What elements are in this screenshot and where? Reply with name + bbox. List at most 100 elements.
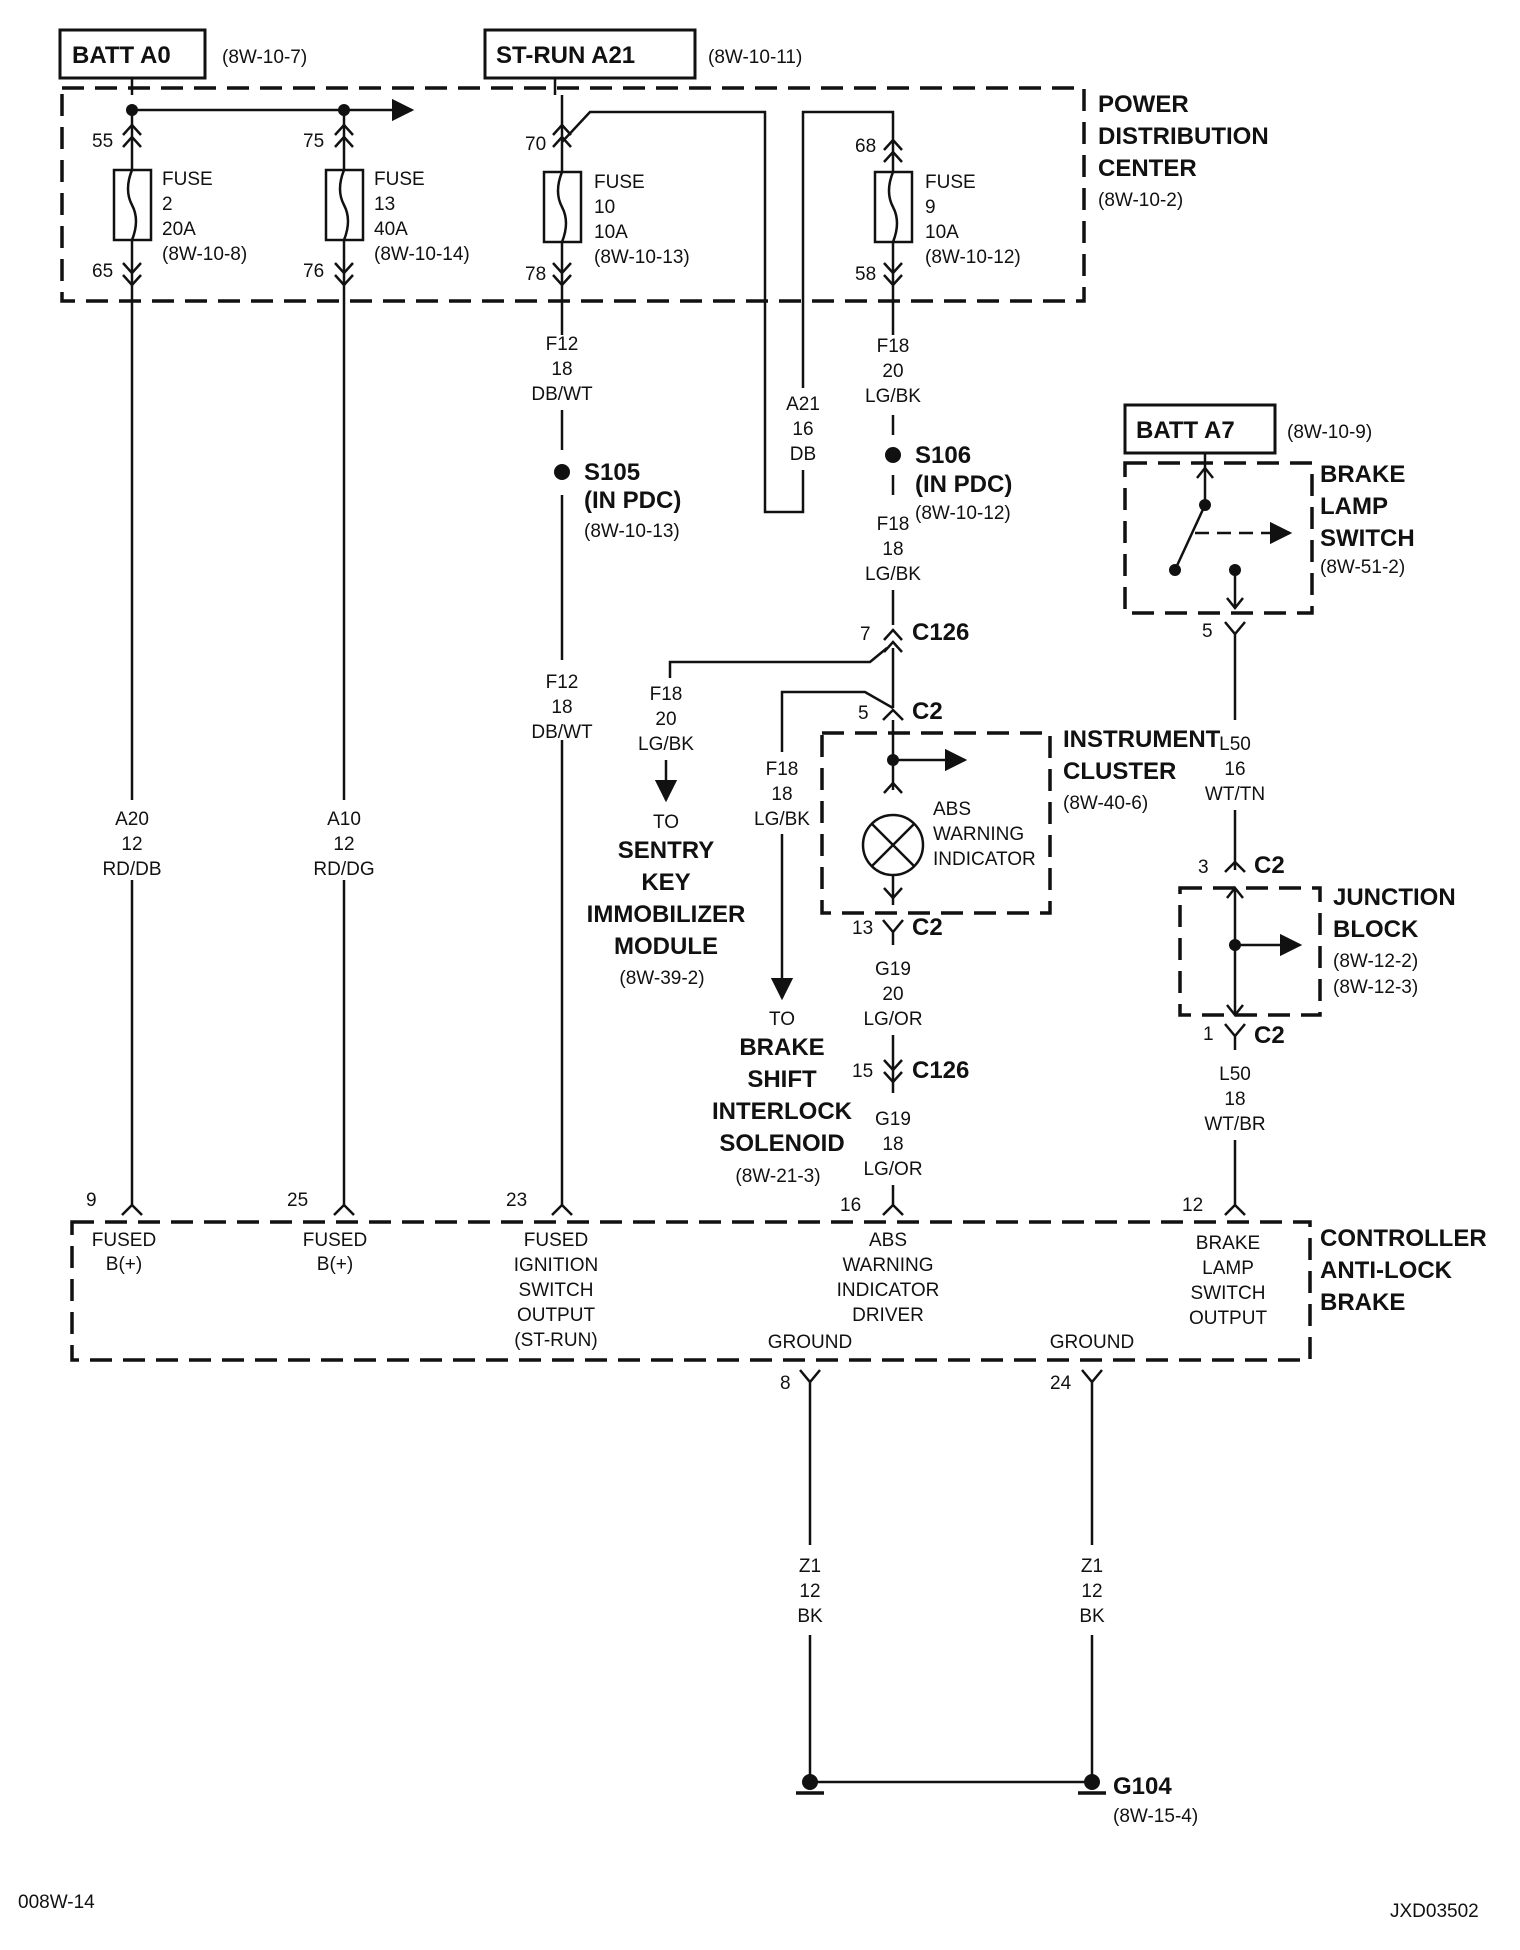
sentry-key-branch: F18 20 LG/BK TO SENTRY KEY IMMOBILIZER M… [587,684,746,989]
svg-text:KEY: KEY [641,869,690,896]
svg-text:(8W-10-12): (8W-10-12) [915,503,1011,524]
svg-text:BK: BK [1079,1606,1105,1627]
svg-text:10: 10 [594,197,615,218]
svg-text:16: 16 [840,1195,861,1216]
power-distribution-center: POWER DISTRIBUTION CENTER (8W-10-2) [60,86,1269,303]
svg-text:B(+): B(+) [106,1254,142,1275]
controller-anti-lock-brake: CONTROLLER ANTI-LOCK BRAKE 9 FUSED B(+) … [70,1190,1487,1394]
svg-text:5: 5 [1202,621,1213,642]
svg-text:C126: C126 [912,619,969,646]
svg-text:(8W-39-2): (8W-39-2) [619,968,704,989]
svg-text:(8W-10-8): (8W-10-8) [162,244,247,265]
brake-shift-branch: F18 18 LG/BK TO BRAKE SHIFT INTERLOCK SO… [712,752,853,1187]
svg-text:SENTRY: SENTRY [618,837,714,864]
svg-text:16: 16 [1224,759,1245,780]
svg-text:BRAKE: BRAKE [1320,1289,1405,1316]
svg-text:TO: TO [653,812,679,833]
svg-text:(8W-12-3): (8W-12-3) [1333,977,1418,998]
svg-text:F18: F18 [877,336,910,357]
svg-text:Z1: Z1 [799,1556,821,1577]
svg-text:BRAKE: BRAKE [739,1034,824,1061]
svg-text:55: 55 [92,131,113,152]
svg-text:LG/OR: LG/OR [863,1159,922,1180]
svg-text:15: 15 [852,1061,873,1082]
svg-text:L50: L50 [1219,1064,1251,1085]
svg-text:F18: F18 [877,514,910,535]
svg-text:5: 5 [858,703,869,724]
svg-text:JUNCTION: JUNCTION [1333,884,1456,911]
svg-text:LG/BK: LG/BK [754,809,810,830]
svg-text:70: 70 [525,134,546,155]
svg-text:ANTI-LOCK: ANTI-LOCK [1320,1257,1453,1284]
svg-text:L50: L50 [1219,734,1251,755]
st-run-a21-source: ST-RUN A21 (8W-10-11) [483,28,802,80]
svg-text:75: 75 [303,131,324,152]
svg-text:2: 2 [162,194,173,215]
wire-a21: A21 16 DB [785,388,821,470]
svg-text:C2: C2 [1254,1022,1285,1049]
ground-g104: G104 (8W-15-4) [1113,1773,1198,1827]
svg-text:18: 18 [771,784,792,805]
svg-text:S106: S106 [915,442,971,469]
svg-text:INTERLOCK: INTERLOCK [712,1098,853,1125]
svg-text:(8W-10-11): (8W-10-11) [708,47,802,68]
svg-text:G19: G19 [875,959,911,980]
svg-text:LG/BK: LG/BK [865,386,921,407]
svg-text:LG/BK: LG/BK [638,734,694,755]
svg-text:BRAKE: BRAKE [1320,461,1405,488]
svg-text:58: 58 [855,264,876,285]
svg-text:A20: A20 [115,809,149,830]
fuse-10: 70 78 FUSE 10 10A (8W-10-13) [525,95,690,335]
svg-text:A21: A21 [786,394,820,415]
svg-text:(8W-10-13): (8W-10-13) [594,247,690,268]
svg-text:(IN PDC): (IN PDC) [915,471,1012,498]
svg-text:SWITCH: SWITCH [1191,1283,1266,1304]
svg-text:ABS: ABS [933,799,971,820]
svg-text:A10: A10 [327,809,361,830]
svg-text:BATT A0: BATT A0 [72,42,171,69]
svg-text:18: 18 [1224,1089,1245,1110]
svg-text:Z1: Z1 [1081,1556,1103,1577]
svg-text:(8W-10-2): (8W-10-2) [1098,190,1183,211]
svg-text:C126: C126 [912,1057,969,1084]
wire-f12: F12 18 DB/WT F12 18 DB/WT [531,334,593,1216]
svg-text:(8W-10-12): (8W-10-12) [925,247,1021,268]
svg-text:SWITCH: SWITCH [519,1280,594,1301]
svg-text:S105: S105 [584,459,640,486]
svg-text:BATT A7: BATT A7 [1136,417,1235,444]
svg-text:9: 9 [86,1190,97,1211]
svg-text:GROUND: GROUND [1050,1332,1134,1353]
svg-text:12: 12 [799,1581,820,1602]
svg-text:(8W-12-2): (8W-12-2) [1333,951,1418,972]
svg-text:12: 12 [1081,1581,1102,1602]
wire-a20: A20 12 RD/DB [102,300,162,1216]
fuse-9: 68 58 FUSE 9 10A (8W-10-12) [855,133,1021,335]
pdc-bus [126,78,895,514]
svg-text:20: 20 [882,361,903,382]
svg-text:INSTRUMENT: INSTRUMENT [1063,726,1221,753]
svg-text:C2: C2 [1254,852,1285,879]
svg-text:SOLENOID: SOLENOID [719,1130,844,1157]
svg-text:12: 12 [333,834,354,855]
svg-text:FUSE: FUSE [162,169,213,190]
svg-text:76: 76 [303,261,324,282]
svg-text:3: 3 [1198,857,1209,878]
svg-text:F18: F18 [650,684,683,705]
svg-text:DRIVER: DRIVER [852,1305,924,1326]
fuse-13: 75 76 FUSE 13 40A (8W-10-14) [303,110,470,300]
svg-text:FUSE: FUSE [594,172,645,193]
svg-text:7: 7 [860,624,871,645]
svg-text:GROUND: GROUND [768,1332,852,1353]
wire-a10: A10 12 RD/DG [313,300,375,1216]
svg-text:IGNITION: IGNITION [514,1255,598,1276]
svg-text:RD/DB: RD/DB [102,859,161,880]
svg-text:DB/WT: DB/WT [531,722,593,743]
svg-text:TO: TO [769,1009,795,1030]
svg-text:IMMOBILIZER: IMMOBILIZER [587,901,746,928]
svg-text:G19: G19 [875,1109,911,1130]
brake-lamp-switch: BRAKE LAMP SWITCH (8W-51-2) 5 [1123,453,1415,720]
svg-text:POWER: POWER [1098,91,1189,118]
svg-text:23: 23 [506,1190,527,1211]
svg-text:BRAKE: BRAKE [1196,1233,1260,1254]
splice-s106: S106 (IN PDC) (8W-10-12) [915,442,1012,524]
